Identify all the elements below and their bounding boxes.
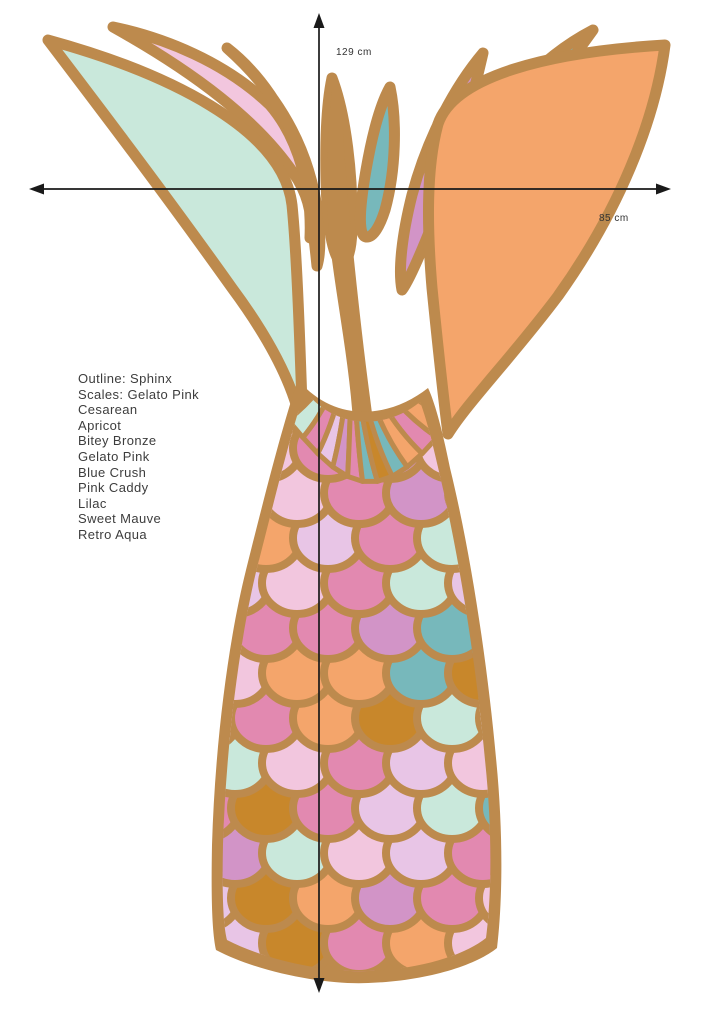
scale [510, 552, 580, 614]
scale [510, 822, 580, 884]
scale-pattern [107, 413, 642, 974]
scale [541, 777, 611, 839]
fluke-petal-apricot-right-big [423, 39, 671, 440]
legend-line: Outline: Sphinx [78, 371, 173, 386]
legend-line: Sweet Mauve [78, 511, 162, 527]
height-dimension-label: 129 cm [336, 47, 372, 58]
scale [541, 507, 611, 569]
color-legend: Outline: Sphinx Scales: Gelato Pink Cesa… [78, 371, 199, 543]
scale [572, 642, 642, 704]
width-arrow-left-icon [29, 183, 44, 195]
scale [510, 732, 580, 794]
fan-segment [349, 391, 425, 470]
scale [107, 867, 177, 929]
scale [222, 593, 243, 663]
scale [475, 773, 491, 843]
scale [572, 462, 642, 524]
scale [541, 417, 611, 479]
peduncle-fan [285, 391, 455, 484]
fan-segment [300, 391, 355, 457]
scale [138, 732, 208, 794]
scale [222, 458, 274, 528]
legend-line: Apricot [78, 417, 122, 433]
height-arrow-up-icon [313, 13, 325, 28]
legend-line: Cesarean [78, 402, 138, 418]
height-arrow-down-icon [313, 978, 325, 993]
scale [510, 642, 580, 704]
scale [541, 597, 611, 659]
fluke-petals [42, 21, 671, 442]
width-arrow-right-icon [656, 183, 671, 195]
scale [475, 413, 491, 483]
scale [475, 503, 491, 573]
legend-line: Bitey Bronze [78, 433, 157, 449]
scale [572, 912, 642, 974]
fan-segment [349, 391, 395, 484]
legend-line: Retro Aqua [78, 526, 148, 542]
scale [475, 593, 491, 663]
scale [475, 683, 491, 753]
scale [572, 732, 642, 794]
scale [510, 912, 580, 974]
fluke-petal-teal-center [354, 81, 400, 243]
scale [138, 642, 208, 704]
legend-line: Blue Crush [78, 464, 147, 480]
fluke-petal-light-pink-left-2 [221, 42, 326, 272]
dimension-lines: 129 cm 85 cm [29, 13, 671, 993]
legend-line: Lilac [78, 495, 107, 511]
scale [107, 777, 177, 839]
tail-trunk [326, 92, 376, 442]
scale [572, 822, 642, 884]
legend-line: Gelato Pink [78, 448, 150, 464]
tail-body [107, 380, 642, 984]
width-dimension-label: 85 cm [599, 213, 629, 224]
scale [138, 552, 208, 614]
scale [572, 552, 642, 614]
scale [541, 687, 611, 749]
scale [107, 687, 177, 749]
scale [510, 462, 580, 524]
scale [138, 912, 208, 974]
scale [138, 822, 208, 884]
legend-line: Pink Caddy [78, 480, 149, 496]
scale [541, 867, 611, 929]
scale [475, 863, 491, 933]
scale [107, 597, 177, 659]
legend-line: Scales: Gelato Pink [78, 386, 200, 402]
